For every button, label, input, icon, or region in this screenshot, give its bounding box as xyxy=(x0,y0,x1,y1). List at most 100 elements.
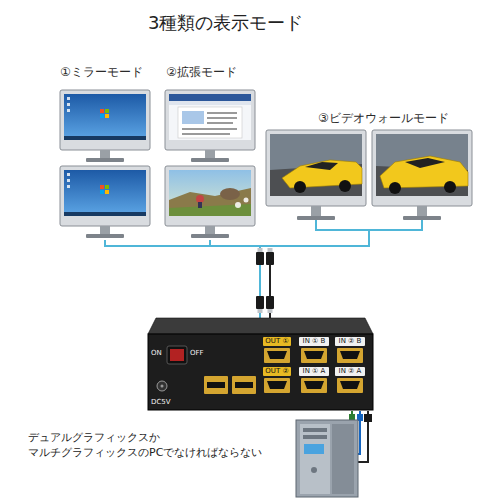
monitor-windows xyxy=(64,170,146,216)
text-slot: IN ② B xyxy=(335,337,365,346)
kvm-switch-body xyxy=(148,334,373,410)
monitor-car xyxy=(405,158,445,168)
hdmi-cable xyxy=(266,296,274,309)
diagram-title: 3種類の表示モード xyxy=(148,12,303,34)
monitor-document xyxy=(182,111,204,124)
text-slot: ③ビデオウォールモード xyxy=(260,110,478,126)
kvm-switch-body xyxy=(148,318,373,410)
mode-title: ①ミラーモード xyxy=(60,64,157,80)
text-slot: DC5V xyxy=(151,398,173,407)
text-slot: ②拡張モード xyxy=(158,64,262,80)
hdmi-cable xyxy=(256,248,274,318)
kvm-switch-body xyxy=(340,351,360,359)
monitor-car xyxy=(266,130,366,206)
hdmi-cable xyxy=(268,248,273,252)
monitor-car xyxy=(339,180,351,192)
text-slot: ①ミラーモード xyxy=(53,64,157,80)
text-slot: ON xyxy=(151,349,165,358)
video-cable xyxy=(210,240,260,318)
pc-tower xyxy=(296,420,358,497)
monitor-game xyxy=(205,226,215,234)
monitor-game xyxy=(198,202,202,208)
monitor-car xyxy=(444,181,456,193)
monitor-windows xyxy=(67,173,70,176)
monitor-game xyxy=(191,234,229,238)
monitor-windows xyxy=(60,166,150,238)
video-cable xyxy=(260,230,369,318)
pc-tower xyxy=(304,444,324,454)
kvm-switch-body xyxy=(204,376,228,394)
port-label: OUT ② xyxy=(263,367,291,376)
pc-tower xyxy=(303,435,327,439)
monitor-game xyxy=(235,202,241,208)
kvm-switch-body xyxy=(337,378,363,393)
monitor-game xyxy=(220,188,240,200)
kvm-switch-body xyxy=(161,385,164,388)
kvm-switch-body xyxy=(340,381,360,389)
monitor-car xyxy=(294,181,306,193)
kvm-switch-body xyxy=(170,349,184,361)
pc-tower xyxy=(300,424,330,494)
monitor-car xyxy=(389,182,401,194)
monitor-windows xyxy=(67,185,70,188)
monitor-car xyxy=(297,216,335,220)
kvm-switch-body xyxy=(264,378,290,393)
pc-tower xyxy=(303,428,327,432)
monitor-game xyxy=(196,195,204,203)
monitor-windows xyxy=(105,190,109,194)
monitor-car xyxy=(376,134,468,196)
video-cable xyxy=(105,240,260,318)
kvm-switch: ONOFFDC5VOUT ①IN ① BIN ② BOUT ②IN ① AIN … xyxy=(148,318,373,410)
switch-label: OFF xyxy=(190,349,204,358)
monitor-document xyxy=(178,107,242,138)
monitor-car xyxy=(311,206,321,216)
display-mode-group: ①ミラーモード xyxy=(53,64,157,240)
monitor-game xyxy=(165,166,255,238)
pc-tower xyxy=(311,467,317,473)
monitor-car xyxy=(266,130,366,220)
monitor-document xyxy=(207,117,237,119)
monitor-document xyxy=(182,128,237,130)
monitor-car xyxy=(270,134,362,196)
port-label: IN ② B xyxy=(335,337,365,346)
kvm-switch-body xyxy=(207,382,225,388)
monitor-document xyxy=(205,150,215,158)
text-slot: IN ② A xyxy=(335,367,365,376)
monitor-windows xyxy=(100,114,104,118)
monitor-windows xyxy=(60,90,150,150)
port-label: IN ① B xyxy=(299,337,329,346)
monitor-windows xyxy=(60,166,150,226)
port-label: OUT ① xyxy=(263,337,291,346)
kvm-switch-body xyxy=(232,376,256,394)
text-slot: OUT ② xyxy=(263,367,291,376)
kvm-switch-body xyxy=(267,351,287,359)
monitor-car xyxy=(372,130,472,220)
pc-tower xyxy=(332,424,354,494)
monitor-document xyxy=(169,94,251,101)
hdmi-cable xyxy=(256,296,264,309)
monitor-document xyxy=(169,94,251,140)
monitor-windows xyxy=(105,185,109,189)
monitor-windows xyxy=(60,90,150,162)
kvm-switch-body xyxy=(337,348,363,363)
monitor-windows xyxy=(100,109,104,113)
text-slot: IN ① B xyxy=(299,337,329,346)
pc-tower xyxy=(364,414,372,422)
hdmi-cable xyxy=(268,309,273,313)
kvm-switch-body xyxy=(157,381,167,391)
monitor-car xyxy=(417,206,427,216)
pc-tower xyxy=(296,411,372,497)
monitor-document xyxy=(182,133,230,135)
monitor-game xyxy=(165,166,255,226)
display-mode-group: ②拡張モード xyxy=(158,64,262,240)
hdmi-cable xyxy=(266,252,274,265)
split-wire xyxy=(316,220,422,230)
monitor-car xyxy=(305,162,338,170)
text-slot: OFF xyxy=(190,349,204,358)
monitor-windows xyxy=(67,97,70,100)
kvm-switch-body xyxy=(167,346,187,364)
kvm-switch-body xyxy=(148,318,373,334)
monitor-document xyxy=(165,90,255,162)
monitor-game xyxy=(169,170,251,216)
